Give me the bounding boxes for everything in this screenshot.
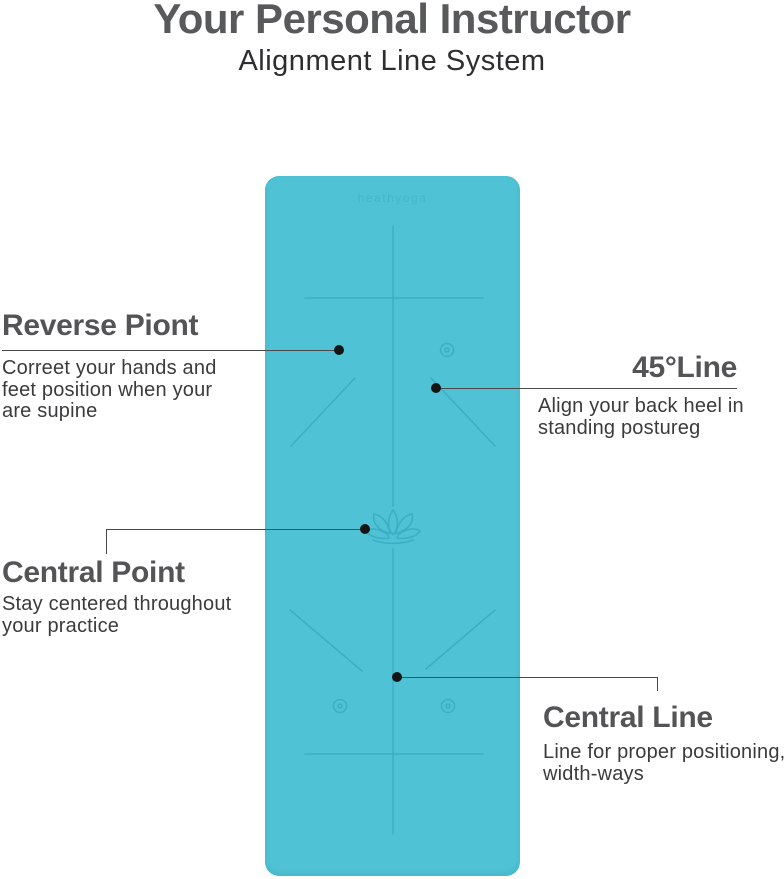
page-title: Your Personal Instructor [153, 0, 631, 42]
central-line-label: Central Line [543, 701, 713, 734]
page-subtitle: Alignment Line System [238, 45, 546, 77]
central-point-callout-elbow [106, 529, 107, 554]
reverse-point-label: Reverse Piont [2, 309, 199, 342]
reverse-point-marker [440, 698, 456, 714]
lower-right-45-line [425, 609, 496, 670]
lotus-icon [364, 508, 422, 545]
alignment-line-system-graphic [289, 225, 496, 835]
description-line: width-ways [543, 762, 644, 785]
reverse-point-marker [439, 342, 455, 358]
central-point-callout-line [106, 529, 366, 530]
line-45-description: Align your back heel in standing posture… [538, 395, 744, 439]
description-line: Align your back heel in [538, 395, 744, 417]
reverse-point-marker [332, 698, 348, 714]
central-line-callout-dot [392, 672, 402, 682]
description-line: Line for proper positioning, [543, 741, 784, 763]
description-line: feet position when your [2, 378, 213, 401]
central-point-callout-dot [360, 524, 370, 534]
reverse-point-description: Correet your hands and feet position whe… [2, 357, 217, 423]
central-point-label: Central Point [2, 556, 185, 589]
central-line-description: Line for proper positioning, width-ways [543, 741, 784, 785]
description-line: standing postureg [538, 416, 701, 439]
line-45-callout-line [436, 388, 737, 389]
description-line: your practice [2, 614, 120, 637]
yoga-mat: heathyoga [265, 176, 520, 876]
central-point-description: Stay centered throughout your practice [2, 593, 232, 637]
lower-left-45-line [289, 609, 363, 672]
central-line-callout-elbow [657, 677, 658, 691]
line-45-callout-dot [431, 383, 441, 393]
central-line-callout-line [397, 677, 658, 678]
description-line: Stay centered throughout [2, 593, 232, 615]
description-line: Correet your hands and [2, 357, 217, 379]
upper-right-45-line [430, 377, 496, 447]
brand-logo: heathyoga [357, 191, 428, 205]
reverse-point-callout-line [2, 350, 340, 351]
line-45-label: 45°Line [632, 351, 737, 384]
upper-left-45-line [290, 377, 356, 447]
description-line: are supine [2, 400, 98, 422]
reverse-point-callout-dot [334, 345, 344, 355]
